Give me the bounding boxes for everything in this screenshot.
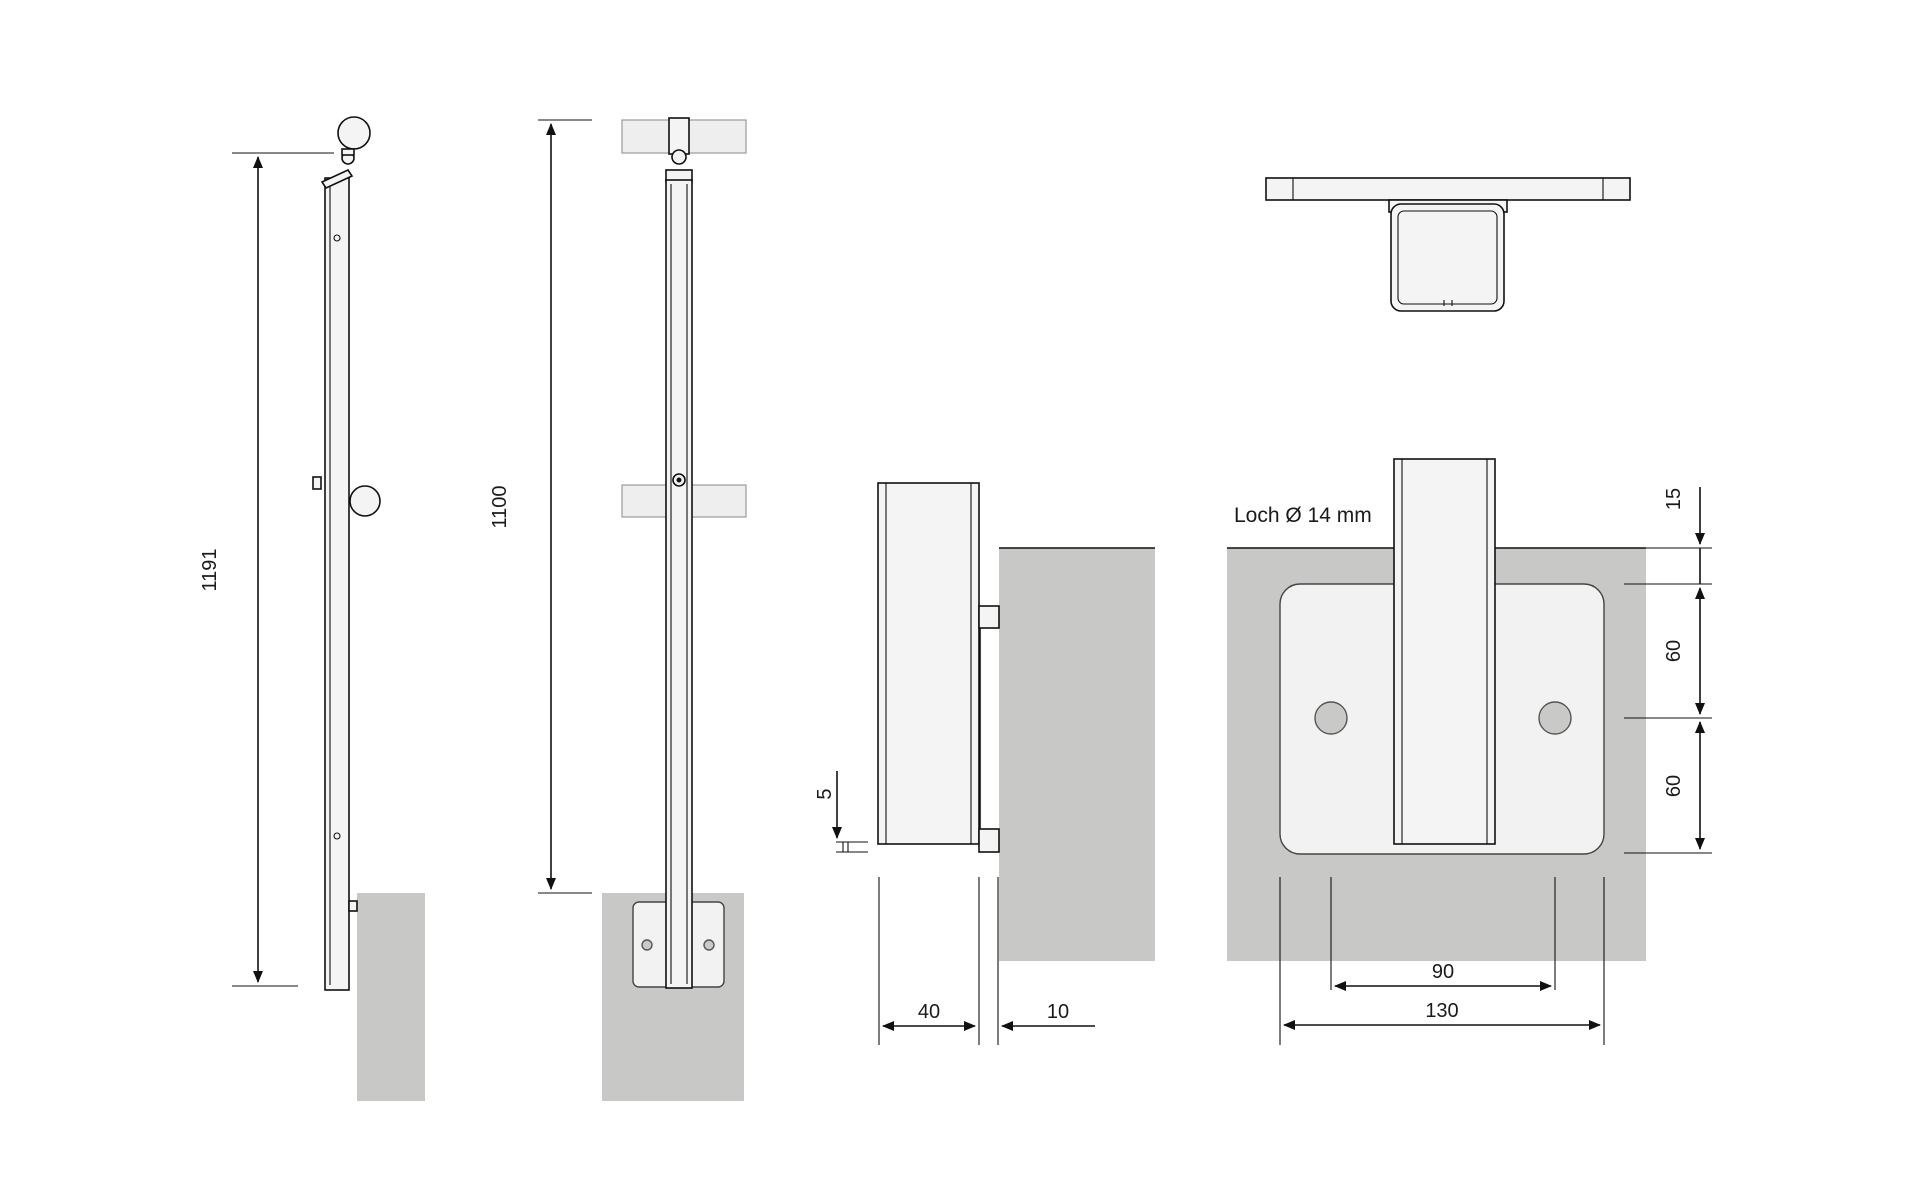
top-view-post-profile <box>1390 203 1505 312</box>
dimension-label-5: 5 <box>814 788 836 799</box>
handrail-mid-circle <box>349 485 381 517</box>
dimension-label-60-lower: 60 <box>1663 775 1685 797</box>
dimension-label-1191: 1191 <box>199 548 221 591</box>
top-view-rail <box>1265 177 1631 201</box>
side-view-post <box>324 177 350 991</box>
side-view-wall <box>357 893 425 1101</box>
side-detail-wall <box>999 548 1155 961</box>
side-detail-view: 5 40 10 <box>814 482 1155 1045</box>
front-detail-post <box>1393 458 1496 845</box>
front-view-post <box>665 179 693 989</box>
dimension-label-1100: 1100 <box>489 485 511 528</box>
dimension-label-130: 130 <box>1425 1000 1458 1022</box>
top-view <box>1265 177 1631 312</box>
dimension-label-10: 10 <box>1047 1001 1069 1023</box>
dimension-label-15: 15 <box>1663 488 1685 510</box>
dimension-label-60-upper: 60 <box>1663 640 1685 662</box>
handrail-top-circle <box>337 116 371 150</box>
mounting-hole-right <box>1538 701 1572 735</box>
dimension-label-90: 90 <box>1432 961 1454 983</box>
dimension-label-40: 40 <box>918 1001 940 1023</box>
hole-note: Loch Ø 14 mm <box>1234 504 1372 527</box>
mounting-hole-left <box>1314 701 1348 735</box>
front-view: 1100 <box>489 117 747 1101</box>
front-detail-view: Loch Ø 14 mm 15 60 60 90 130 <box>1227 458 1712 1045</box>
side-view: 1191 <box>199 116 425 1101</box>
side-detail-post <box>877 482 980 845</box>
